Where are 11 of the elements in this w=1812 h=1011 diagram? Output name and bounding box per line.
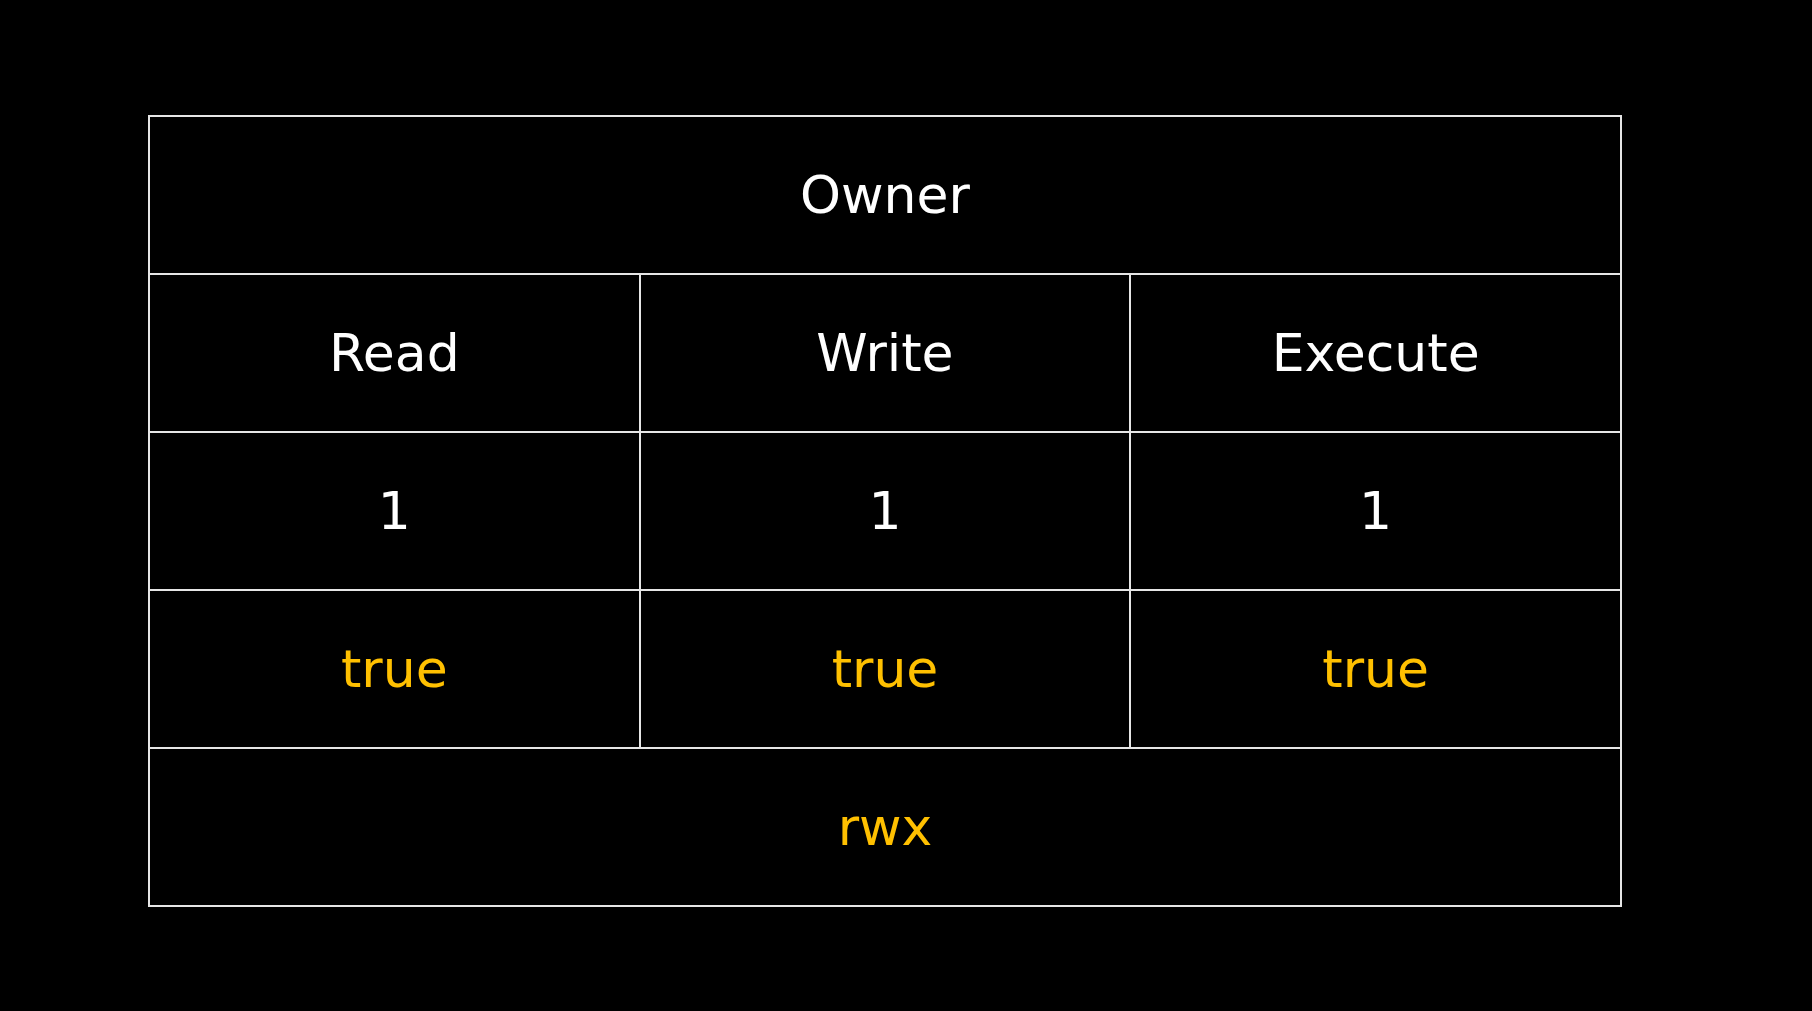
bit-value: 1	[149, 432, 640, 590]
column-header: Write	[639, 274, 1131, 432]
group-header: Owner	[149, 116, 1621, 274]
boolean-value: true	[149, 590, 640, 748]
boolean-value: true	[639, 590, 1131, 748]
column-header: Read	[149, 274, 640, 432]
permission-string: rwx	[149, 748, 1621, 906]
bit-value: 1	[1130, 432, 1621, 590]
boolean-value: true	[1130, 590, 1621, 748]
column-header: Execute	[1130, 274, 1621, 432]
bit-value: 1	[639, 432, 1131, 590]
